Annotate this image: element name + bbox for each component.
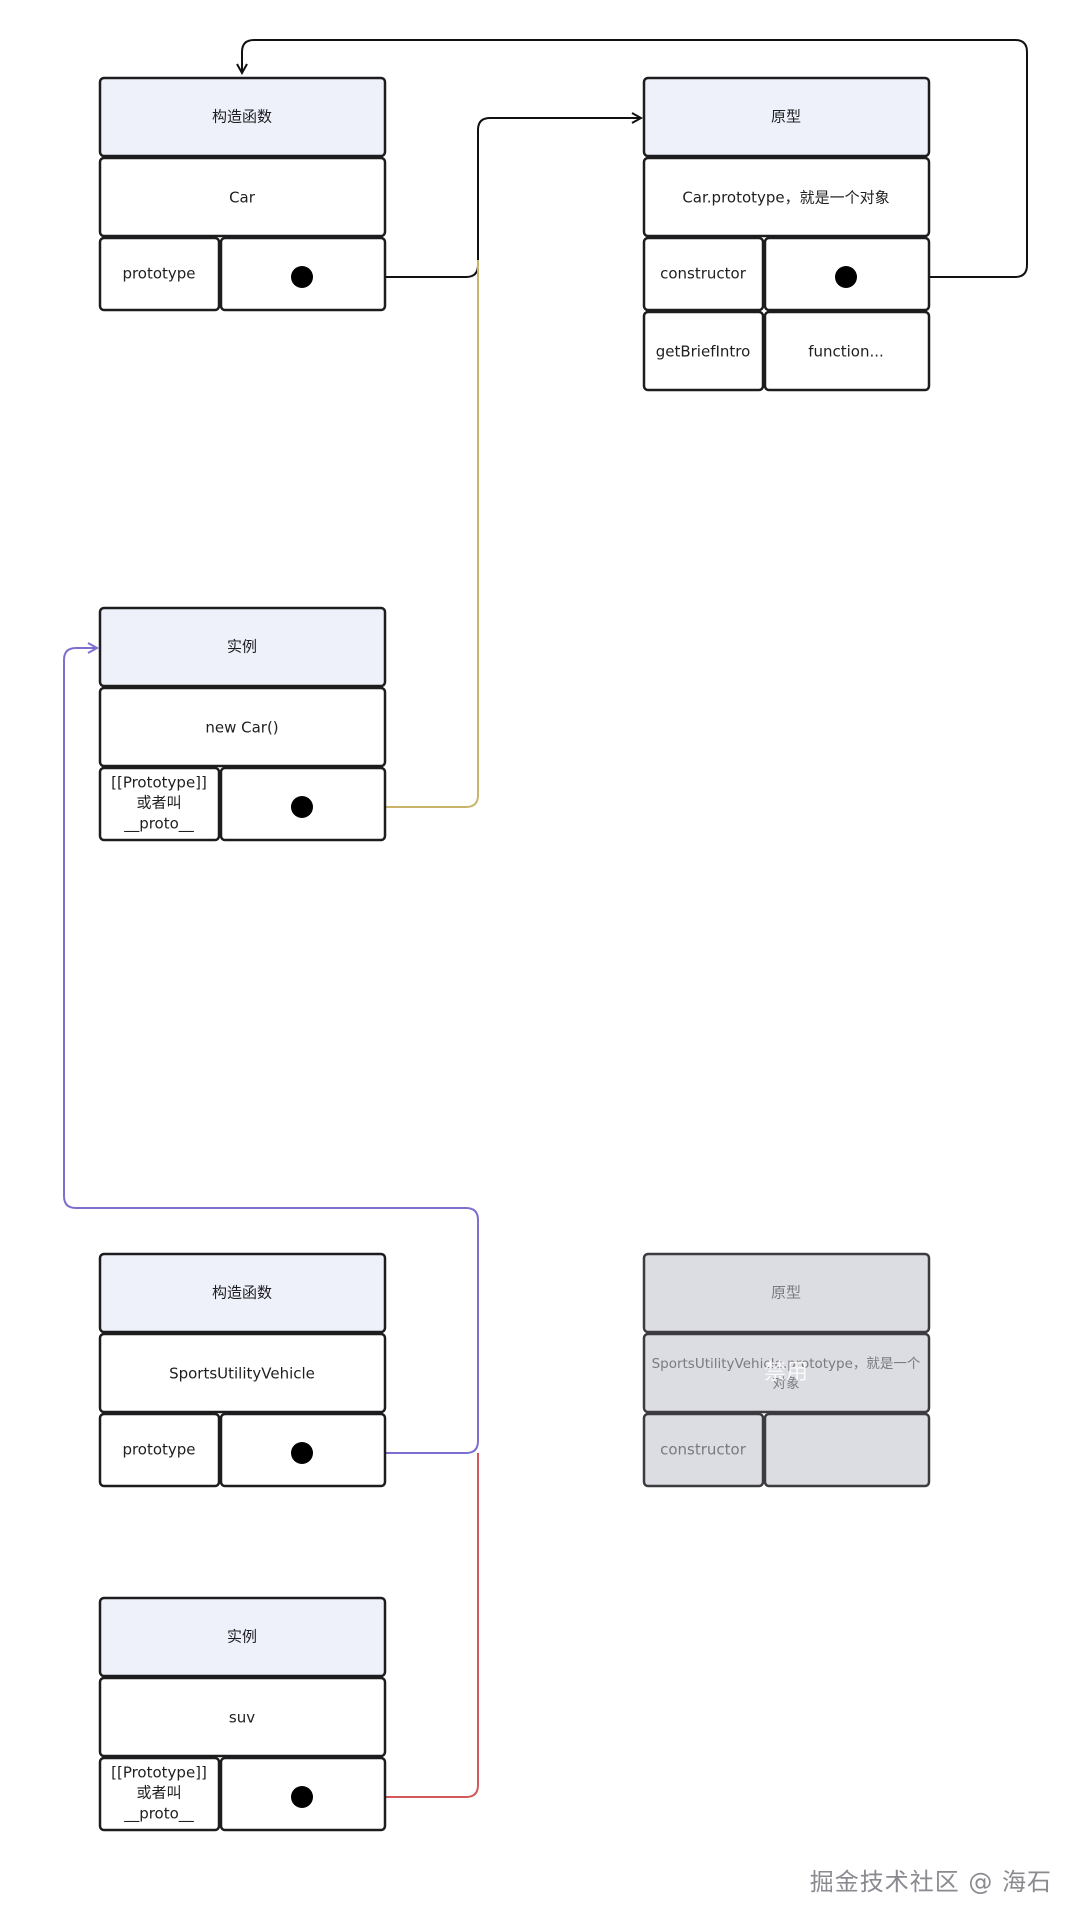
car-instance-box: 实例 new Car() [[Prototype]] 或者叫 __proto__	[98, 606, 387, 842]
car-instance-header: 实例	[227, 638, 257, 656]
car-instance-proto-pointer-dot	[291, 796, 313, 818]
suv-prototype-link	[63, 648, 479, 1454]
car-instance-proto-link	[316, 260, 479, 808]
car-instance-name: new Car()	[205, 719, 278, 737]
car-instance-proto-label-line1: [[Prototype]]	[111, 774, 207, 792]
suv-constructor-header: 构造函数	[212, 1284, 272, 1302]
constructor-pointer-dot	[835, 266, 857, 288]
car-prototype-link	[316, 118, 640, 278]
suv-instance-box: 实例 suv [[Prototype]] 或者叫 __proto__	[98, 1596, 387, 1832]
car-prototype-constructor-label: constructor	[660, 265, 747, 283]
suv-instance-proto-pointer-dot	[291, 1786, 313, 1808]
suv-constructor-prototype-label: prototype	[122, 1441, 195, 1459]
car-prototype-box: 原型 Car.prototype，就是一个对象 constructor getB…	[642, 76, 931, 392]
car-constructor-name: Car	[229, 189, 256, 207]
suv-prototype-header: 原型	[771, 1284, 801, 1302]
car-prototype-method-value: function...	[808, 343, 884, 361]
suv-prototype-name-line2: 对象	[773, 1376, 800, 1392]
car-constructor-prototype-label: prototype	[122, 265, 195, 283]
suv-prototype-name-line1: SportsUtilityVehicle.prototype，就是一个	[652, 1356, 921, 1372]
suv-constructor-box: 构造函数 SportsUtilityVehicle prototype	[98, 1252, 387, 1488]
suv-prototype-constructor-label: constructor	[660, 1441, 747, 1459]
suv-instance-name: suv	[229, 1709, 255, 1727]
car-instance-proto-label-line2: 或者叫	[136, 794, 181, 812]
car-prototype-header: 原型	[771, 108, 801, 126]
suv-prototype-pointer-dot	[291, 1442, 313, 1464]
suv-instance-proto-label-line1: [[Prototype]]	[111, 1764, 207, 1782]
constructor-back-link	[242, 39, 1028, 278]
disabled-overlay-label: 禁用	[764, 1360, 808, 1385]
suv-prototype-box-disabled: 原型 SportsUtilityVehicle.prototype，就是一个 对…	[642, 1252, 931, 1488]
car-prototype-name: Car.prototype，就是一个对象	[682, 189, 889, 207]
car-prototype-pointer-dot	[291, 266, 313, 288]
car-constructor-header: 构造函数	[212, 108, 272, 126]
suv-instance-header: 实例	[227, 1628, 257, 1646]
suv-constructor-name: SportsUtilityVehicle	[169, 1365, 315, 1383]
suv-instance-proto-label-line2: 或者叫	[136, 1784, 181, 1802]
footer-watermark: 掘金技术社区 @ 海石	[810, 1868, 1052, 1896]
car-instance-proto-label-line3: __proto__	[123, 815, 194, 834]
car-prototype-method-label: getBriefIntro	[656, 343, 751, 361]
suv-instance-proto-label-line3: __proto__	[123, 1805, 194, 1824]
car-constructor-box: 构造函数 Car prototype	[98, 76, 387, 312]
suv-instance-proto-link	[316, 1453, 479, 1798]
